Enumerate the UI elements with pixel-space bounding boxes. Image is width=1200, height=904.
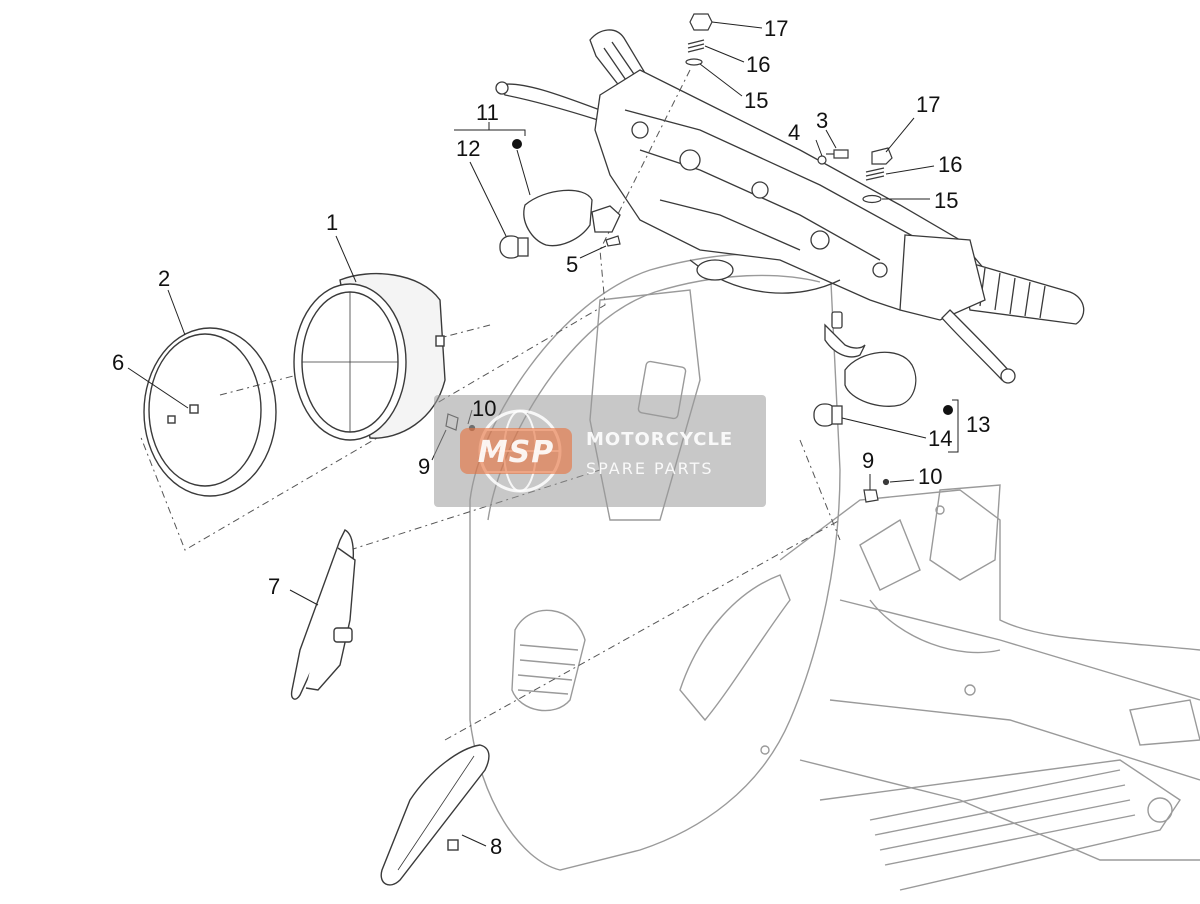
callout-8: 8: [490, 834, 502, 859]
callout-2: 2: [158, 266, 170, 291]
left-turn-signal: [523, 189, 621, 247]
watermark: MSP MOTORCYCLE SPARE PARTS: [434, 395, 766, 507]
left-brake-lever: [499, 83, 601, 121]
leader-lines: [127, 21, 959, 847]
leg-shield-lens-upper: [290, 529, 356, 700]
callout-7: 7: [268, 574, 280, 599]
group-marker-dot-right: [943, 405, 953, 415]
group-marker-dot-left: [512, 139, 522, 149]
bulb-left: [499, 235, 529, 259]
callout-9-left: 9: [418, 454, 430, 479]
callout-10-right: 10: [918, 464, 942, 489]
callout-16-top: 16: [746, 52, 770, 77]
headlight-unit: [293, 272, 446, 441]
callout-9-right: 9: [862, 448, 874, 473]
watermark-panel: [434, 395, 766, 507]
callout-3: 3: [816, 108, 828, 133]
callout-17-top: 17: [764, 16, 788, 41]
callout-15-right: 15: [934, 188, 958, 213]
handlebar-assembly: [495, 29, 1085, 384]
watermark-logo-badge: [460, 428, 572, 474]
right-brake-lever: [941, 309, 1011, 381]
callout-15-top: 15: [744, 88, 768, 113]
callout-17-right: 17: [916, 92, 940, 117]
callout-16-right: 16: [938, 152, 962, 177]
callout-13: 13: [966, 412, 990, 437]
floor-ribs: [869, 769, 1136, 866]
callout-labels: 1 2 6 7 8 11 12 5 4 3 17 16 15 17 16 15 …: [112, 16, 990, 859]
watermark-line2: SPARE PARTS: [586, 459, 714, 478]
callout-12: 12: [456, 136, 480, 161]
callout-11: 11: [476, 100, 499, 125]
callout-5: 5: [566, 252, 578, 277]
callout-10-left: 10: [472, 396, 496, 421]
callout-14: 14: [928, 426, 952, 451]
headlight-rim: [143, 327, 277, 497]
scooter-body-outline: [469, 253, 1200, 891]
bulb-right: [813, 403, 843, 427]
right-turn-signal: [824, 311, 917, 407]
watermark-logo: MSP: [478, 435, 554, 470]
lower-lens: [380, 744, 490, 886]
callout-6: 6: [112, 350, 124, 375]
watermark-line1: MOTORCYCLE: [586, 429, 733, 450]
right-grip: [959, 259, 1085, 325]
callout-4: 4: [788, 120, 800, 145]
callout-1: 1: [326, 210, 338, 235]
